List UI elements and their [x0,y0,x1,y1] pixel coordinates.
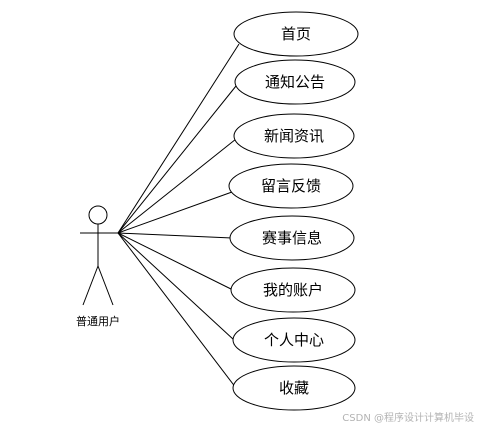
actor-left-leg [82,265,99,306]
use-case-announcements: 通知公告 [234,59,356,105]
use-case-events: 赛事信息 [229,215,355,261]
watermark-text: CSDN @程序设计计算机毕设 [342,411,474,424]
use-case-label: 新闻资讯 [264,127,324,145]
use-case-favorites: 收藏 [232,365,356,411]
use-case-home: 首页 [233,11,359,57]
association-line [117,232,237,389]
use-case-feedback: 留言反馈 [228,163,354,209]
actor-head [88,205,108,225]
association-line [117,43,240,234]
use-case-label: 收藏 [279,379,309,397]
association-lines [117,43,240,389]
use-case-news: 新闻资讯 [233,113,355,159]
use-case-label: 留言反馈 [261,177,321,195]
actor-user [80,205,118,306]
use-case-label: 赛事信息 [262,229,322,247]
use-case-personal-center: 个人中心 [232,317,356,363]
association-line [117,85,237,234]
association-line [117,138,237,234]
association-line [117,232,233,239]
actor-label: 普通用户 [76,314,120,328]
use-case-account: 我的账户 [230,267,356,313]
association-line [117,232,234,291]
use-case-label: 首页 [281,25,311,43]
use-case-label: 个人中心 [264,331,324,349]
actor-right-leg [97,265,114,306]
use-case-label: 通知公告 [265,73,325,91]
association-line [117,232,235,341]
association-line [117,191,233,234]
use-case-label: 我的账户 [263,281,323,299]
